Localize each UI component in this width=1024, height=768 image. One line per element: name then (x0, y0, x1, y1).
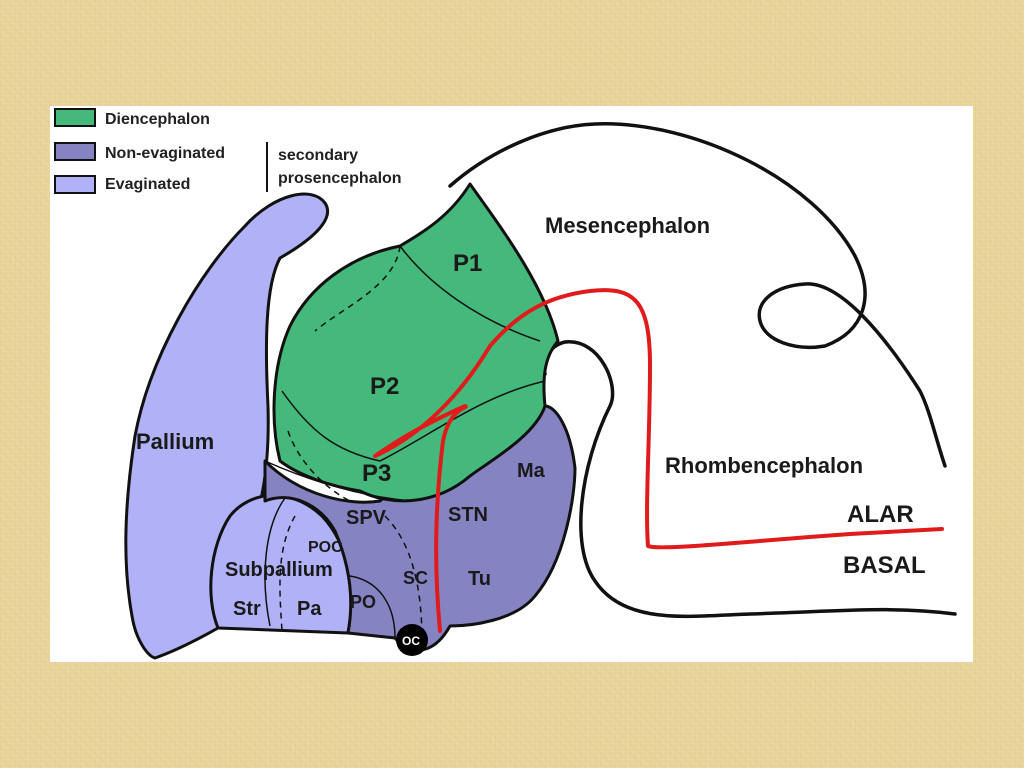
legend-group-label-line2: prosencephalon (278, 170, 402, 187)
p3-dashed (287, 430, 351, 502)
label-basal: BASAL (843, 552, 926, 579)
legend-swatch-evaginated (54, 175, 96, 194)
brainstem-outline (448, 122, 957, 619)
legend-label-non-evaginated: Non-evaginated (105, 145, 225, 162)
label-pa: Pa (297, 598, 322, 620)
sc-dashed (384, 515, 423, 642)
label-alar: ALAR (847, 501, 914, 528)
legend-label-diencephalon: Diencephalon (105, 111, 210, 128)
pa-dashed (279, 515, 296, 632)
legend-group-label-line1: secondary (278, 147, 358, 164)
p2-p3-boundary (281, 380, 546, 462)
label-ma: Ma (517, 460, 546, 482)
label-str: Str (233, 598, 261, 620)
label-spv: SPV (346, 507, 387, 529)
optic-chiasm-marker (396, 624, 428, 656)
label-p1: P1 (453, 250, 482, 277)
label-oc: OC (402, 634, 420, 648)
alar-basal-boundary-line (373, 288, 944, 633)
legend: Diencephalon Non-evaginated Evaginated s… (54, 108, 402, 194)
legend-swatch-diencephalon (54, 108, 96, 127)
label-poc: POC (308, 539, 343, 556)
label-tu: Tu (468, 568, 491, 590)
label-sc: SC (403, 568, 428, 588)
subpallium-inner-boundary (264, 497, 286, 627)
diencephalon-region (272, 182, 560, 503)
label-stn: STN (448, 504, 488, 526)
legend-swatch-non-evaginated (54, 142, 96, 161)
zli-dashed (314, 245, 401, 332)
label-p3: P3 (362, 460, 391, 487)
p1-p2-boundary (399, 245, 541, 342)
label-subpallium: Subpallium (225, 559, 333, 581)
pallium-region (124, 192, 330, 660)
diagram-panel: Diencephalon Non-evaginated Evaginated s… (50, 106, 973, 662)
legend-label-evaginated: Evaginated (105, 176, 190, 193)
p3-hypothalamus-boundary (264, 460, 411, 502)
brain-diagram: Diencephalon Non-evaginated Evaginated s… (54, 108, 957, 660)
po-boundary (349, 575, 396, 639)
label-p2: P2 (370, 373, 399, 400)
label-pallium: Pallium (136, 429, 214, 454)
label-mesencephalon: Mesencephalon (545, 213, 710, 238)
label-po: PO (350, 592, 376, 612)
label-rhombencephalon: Rhombencephalon (665, 453, 863, 478)
